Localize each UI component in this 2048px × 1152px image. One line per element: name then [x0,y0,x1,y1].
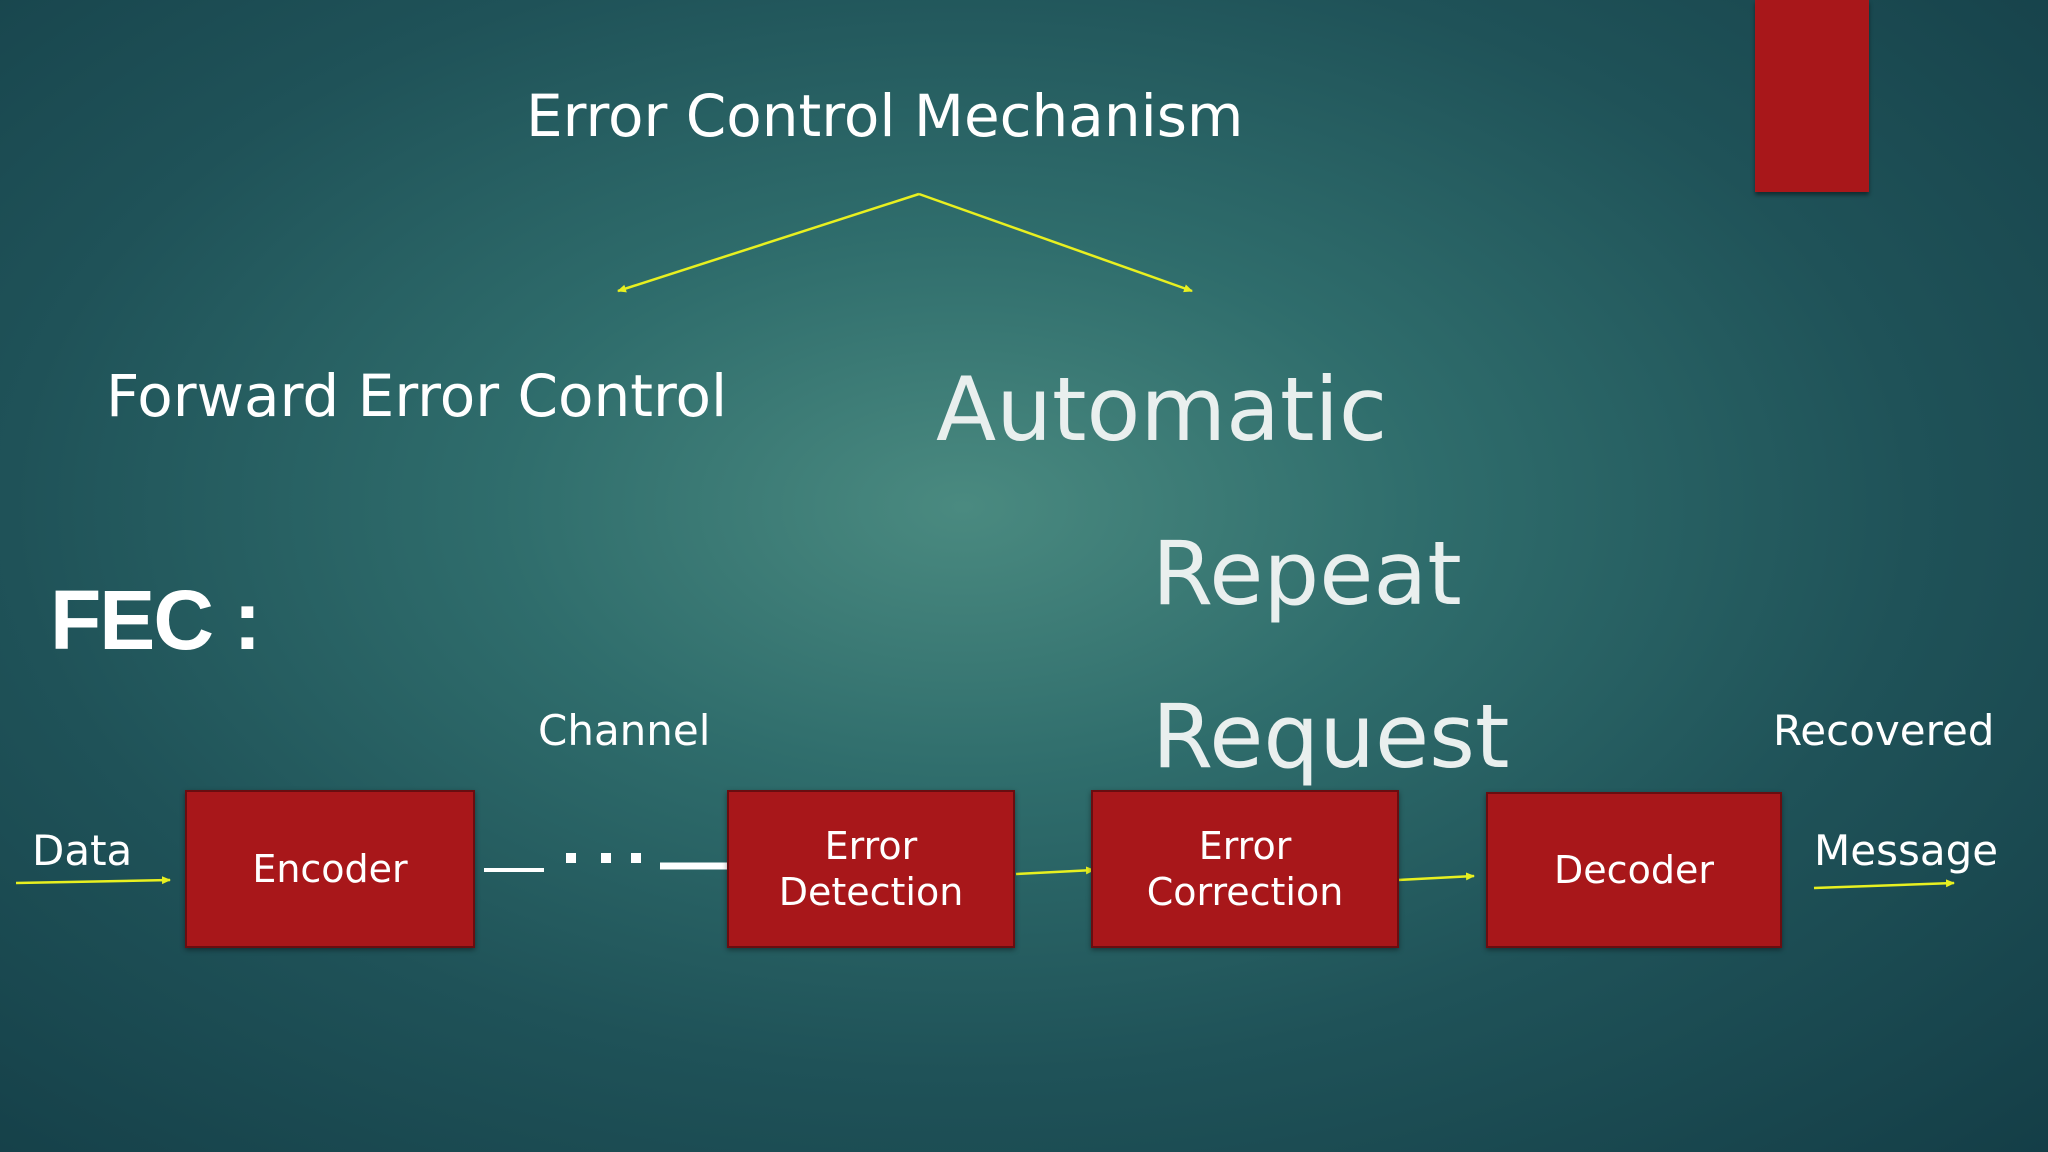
output-arrow [1813,879,1955,890]
channel-dot [566,853,576,863]
decoder-block: Decoder [1486,792,1782,948]
error-correction-block-label: Error Correction [1146,824,1344,914]
arrow-correction-to-decoder [1397,872,1475,882]
branch-arq-line-2: Repeat [1152,522,1462,625]
input-arrow [15,876,171,885]
corner-accent-bar [1755,0,1869,192]
fec-heading: FEC : [50,573,261,667]
branch-forward-error-control: Forward Error Control [106,362,728,430]
channel-dot [601,853,611,863]
channel-dot [631,853,641,863]
encoder-block: Encoder [185,790,475,948]
output-label-line-2: Message [1814,826,1999,875]
branch-arrow-left [617,192,920,293]
input-label: Data [32,826,133,875]
channel-label: Channel [538,706,711,755]
error-correction-block: Error Correction [1091,790,1399,948]
output-label-line-1: Recovered [1773,706,1995,755]
branch-arrow-right [918,192,1193,293]
branch-arq-line-1: Automatic [936,358,1388,461]
error-detection-block-label: Error Detection [778,824,964,914]
slide-title: Error Control Mechanism [526,82,1244,150]
arrow-detection-to-correction [1015,866,1095,876]
error-detection-block: Error Detection [727,790,1015,948]
encoder-block-label: Encoder [252,847,408,891]
decoder-block-label: Decoder [1554,848,1714,892]
branch-arq-line-3: Request [1152,685,1510,788]
